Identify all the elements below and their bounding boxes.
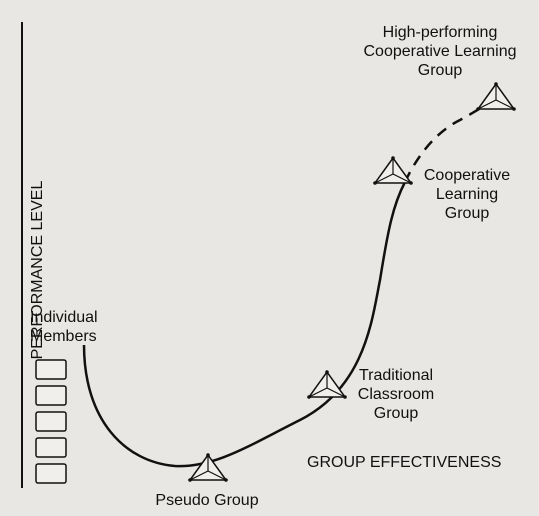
traditional-group-label-line-2: Classroom	[357, 386, 435, 403]
individual-members-label: Individual Members	[30, 308, 98, 346]
cooperative-group-label-line-2: Learning	[435, 186, 499, 203]
member-box	[35, 437, 67, 458]
individual-members-label-line-1: Individual	[30, 309, 98, 326]
individual-member-boxes	[35, 359, 67, 484]
high-performing-group-label: High-performing Cooperative Learning Gro…	[350, 23, 530, 80]
pseudo-group-label: Pseudo Group	[147, 491, 267, 510]
high-performing-group-label-line-2: Cooperative Learning	[363, 43, 517, 60]
member-box	[35, 411, 67, 432]
traditional-group-label: Traditional Classroom Group	[346, 366, 446, 423]
traditional-group-label-line-1: Traditional	[358, 367, 434, 384]
high-performing-group-label-line-3: Group	[417, 62, 463, 79]
high-performing-group-triangle-icon	[476, 82, 516, 111]
x-axis-label: GROUP EFFECTIVENESS	[307, 454, 502, 471]
member-box	[35, 463, 67, 484]
traditional-group-label-line-3: Group	[373, 405, 419, 422]
cooperative-group-triangle-icon	[373, 156, 413, 185]
cooperative-group-label: Cooperative Learning Group	[412, 166, 522, 223]
pseudo-group-label-line-1: Pseudo Group	[155, 492, 259, 509]
high-performing-group-label-line-1: High-performing	[382, 24, 498, 41]
individual-members-label-line-2: Members	[30, 328, 97, 345]
cooperative-group-label-line-3: Group	[444, 205, 490, 222]
performance-curve-solid	[82, 181, 407, 468]
member-box	[35, 385, 67, 406]
member-box	[35, 359, 67, 380]
traditional-group-triangle-icon	[307, 370, 347, 399]
performance-curve-dashed	[403, 98, 496, 183]
pseudo-group-triangle-icon	[188, 453, 228, 482]
cooperative-group-label-line-1: Cooperative	[423, 167, 511, 184]
